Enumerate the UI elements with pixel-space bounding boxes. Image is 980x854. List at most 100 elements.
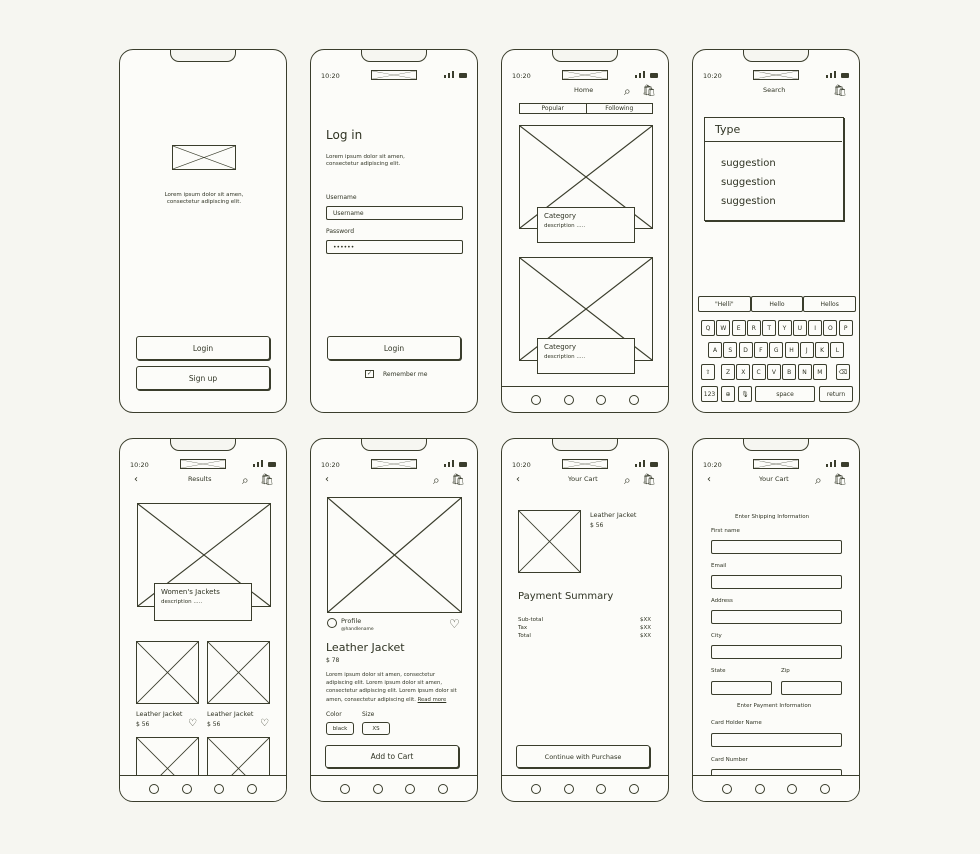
suggestion-item[interactable]: suggestion xyxy=(721,196,776,207)
heart-icon[interactable]: ♡ xyxy=(449,617,460,631)
card-holder-field[interactable] xyxy=(711,733,842,747)
key-w[interactable]: W xyxy=(716,320,731,336)
nav-item[interactable] xyxy=(214,783,225,794)
return-key[interactable]: return xyxy=(819,386,853,402)
key-g[interactable]: G xyxy=(769,342,784,358)
search-icon[interactable]: ⌕ xyxy=(433,473,440,487)
cart-icon[interactable]: 🛍 xyxy=(260,473,274,486)
key-o[interactable]: O xyxy=(823,320,838,336)
nav-item[interactable] xyxy=(340,783,351,794)
first-name-field[interactable] xyxy=(711,540,842,554)
address-field[interactable] xyxy=(711,610,842,624)
state-field[interactable] xyxy=(711,681,772,695)
cart-icon[interactable]: 🛍 xyxy=(642,84,656,97)
size-option[interactable]: XS xyxy=(362,722,390,735)
tab-following[interactable]: Following xyxy=(585,104,653,113)
key-l[interactable]: L xyxy=(830,342,845,358)
product-image-placeholder[interactable] xyxy=(207,641,270,704)
key-v[interactable]: V xyxy=(766,364,781,380)
signup-button[interactable]: Sign up xyxy=(136,366,270,390)
heart-icon[interactable]: ♡ xyxy=(188,718,197,729)
nav-item[interactable] xyxy=(596,783,607,794)
nav-item[interactable] xyxy=(754,783,765,794)
category-card[interactable]: Category description ..... xyxy=(537,338,635,374)
key-f[interactable]: F xyxy=(753,342,768,358)
key-m[interactable]: M xyxy=(812,364,827,380)
key-h[interactable]: H xyxy=(784,342,799,358)
key-u[interactable]: U xyxy=(792,320,807,336)
nav-item[interactable] xyxy=(628,394,639,405)
autocomplete-option[interactable]: Hellos xyxy=(803,296,857,312)
product-image-placeholder[interactable] xyxy=(136,641,199,704)
zip-field[interactable] xyxy=(781,681,842,695)
key-i[interactable]: I xyxy=(808,320,823,336)
avatar[interactable] xyxy=(327,618,337,628)
login-button[interactable]: Login xyxy=(136,336,270,360)
suggestion-item[interactable]: suggestion xyxy=(721,177,776,188)
search-icon[interactable]: ⌕ xyxy=(242,473,249,487)
back-arrow-icon[interactable]: ‹ xyxy=(516,474,520,485)
key-a[interactable]: A xyxy=(708,342,722,358)
continue-purchase-button[interactable]: Continue with Purchase xyxy=(516,745,650,768)
suggestion-item[interactable]: suggestion xyxy=(721,158,776,169)
cart-icon[interactable]: 🛍 xyxy=(642,473,656,486)
nav-item[interactable] xyxy=(819,783,830,794)
nav-item[interactable] xyxy=(628,783,639,794)
back-arrow-icon[interactable]: ‹ xyxy=(325,474,329,485)
nav-item[interactable] xyxy=(437,783,448,794)
key-q[interactable]: Q xyxy=(701,320,715,336)
color-option[interactable]: black xyxy=(326,722,354,735)
key-e[interactable]: E xyxy=(731,320,746,336)
space-key[interactable]: space xyxy=(755,386,815,402)
nav-item[interactable] xyxy=(372,783,383,794)
back-arrow-icon[interactable]: ‹ xyxy=(134,474,138,485)
search-icon[interactable]: ⌕ xyxy=(624,84,631,98)
key-x[interactable]: X xyxy=(736,364,751,380)
search-icon[interactable]: ⌕ xyxy=(624,473,631,487)
nav-item[interactable] xyxy=(149,783,160,794)
cart-icon[interactable]: 🛍 xyxy=(833,84,847,97)
key-123[interactable]: 123 xyxy=(701,386,718,402)
key-c[interactable]: C xyxy=(751,364,766,380)
key-p[interactable]: P xyxy=(838,320,853,336)
nav-item[interactable] xyxy=(531,783,542,794)
key-z[interactable]: Z xyxy=(721,364,735,380)
email-field[interactable] xyxy=(711,575,842,589)
profile-name[interactable]: Profile xyxy=(341,617,362,625)
key-y[interactable]: Y xyxy=(777,320,792,336)
city-field[interactable] xyxy=(711,645,842,659)
nav-item[interactable] xyxy=(722,783,733,794)
key-j[interactable]: J xyxy=(799,342,814,358)
username-input[interactable]: Username xyxy=(326,206,463,220)
add-to-cart-button[interactable]: Add to Cart xyxy=(325,745,459,768)
key-d[interactable]: D xyxy=(738,342,753,358)
key-b[interactable]: B xyxy=(782,364,797,380)
key-n[interactable]: N xyxy=(797,364,812,380)
remember-checkbox[interactable]: ✓ xyxy=(365,370,374,378)
key-s[interactable]: S xyxy=(723,342,738,358)
nav-item[interactable] xyxy=(596,394,607,405)
globe-key-icon[interactable]: ⊕ xyxy=(721,386,735,402)
back-arrow-icon[interactable]: ‹ xyxy=(707,474,711,485)
nav-item[interactable] xyxy=(531,394,542,405)
backspace-key-icon[interactable]: ⌫ xyxy=(836,364,850,380)
read-more-link[interactable]: Read more xyxy=(417,696,447,703)
nav-item[interactable] xyxy=(405,783,416,794)
category-card[interactable]: Category description ..... xyxy=(537,207,635,243)
tab-popular[interactable]: Popular xyxy=(541,105,565,112)
search-input[interactable]: Type xyxy=(705,118,842,142)
cart-icon[interactable]: 🛍 xyxy=(451,473,465,486)
nav-item[interactable] xyxy=(787,783,798,794)
nav-item[interactable] xyxy=(563,783,574,794)
key-t[interactable]: T xyxy=(762,320,777,336)
key-k[interactable]: K xyxy=(815,342,830,358)
cart-icon[interactable]: 🛍 xyxy=(833,473,847,486)
mic-key-icon[interactable]: 🎙 xyxy=(738,386,752,402)
password-input[interactable]: •••••• xyxy=(326,240,463,254)
autocomplete-option[interactable]: "Helli" xyxy=(698,296,751,312)
hero-card[interactable]: Women's Jackets description ..... xyxy=(154,583,252,621)
search-icon[interactable]: ⌕ xyxy=(815,473,822,487)
nav-item[interactable] xyxy=(181,783,192,794)
shift-key-icon[interactable]: ⇧ xyxy=(701,364,715,380)
nav-item[interactable] xyxy=(246,783,257,794)
